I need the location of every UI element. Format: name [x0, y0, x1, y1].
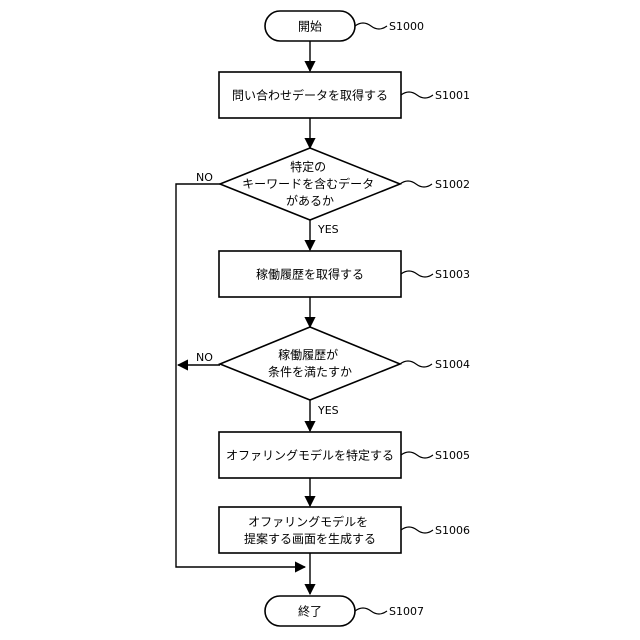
- keyword-check-yes-label: YES: [317, 223, 339, 236]
- start-ref-leader: [355, 23, 387, 29]
- get-history-label: 稼働履歴を取得する: [256, 267, 364, 282]
- keyword-check-ref: S1002: [435, 178, 470, 191]
- history-check-yes-label: YES: [317, 404, 339, 417]
- end-ref-leader: [355, 608, 387, 614]
- start-ref: S1000: [389, 20, 424, 33]
- acquire-data-ref-leader: [401, 92, 433, 98]
- generate-screen-ref-leader: [401, 527, 433, 533]
- history-check-ref-leader: [400, 361, 432, 367]
- history-check-decision: [220, 327, 400, 400]
- get-history-ref: S1003: [435, 268, 470, 281]
- history-check-ref: S1004: [435, 358, 470, 371]
- generate-screen-process: [219, 507, 401, 553]
- history-check-no-label: NO: [196, 351, 213, 364]
- end-label: 終了: [298, 604, 322, 619]
- keyword-check-no-label: NO: [196, 171, 213, 184]
- identify-model-ref: S1005: [435, 449, 470, 462]
- end-ref: S1007: [389, 605, 424, 618]
- acquire-data-label: 問い合わせデータを取得する: [232, 88, 388, 103]
- identify-model-label: オファリングモデルを特定する: [226, 448, 394, 463]
- generate-screen-ref: S1006: [435, 524, 470, 537]
- identify-model-ref-leader: [401, 452, 433, 458]
- start-label: 開始: [298, 20, 322, 34]
- get-history-ref-leader: [401, 271, 433, 277]
- keyword-check-ref-leader: [400, 181, 432, 187]
- acquire-data-ref: S1001: [435, 89, 470, 102]
